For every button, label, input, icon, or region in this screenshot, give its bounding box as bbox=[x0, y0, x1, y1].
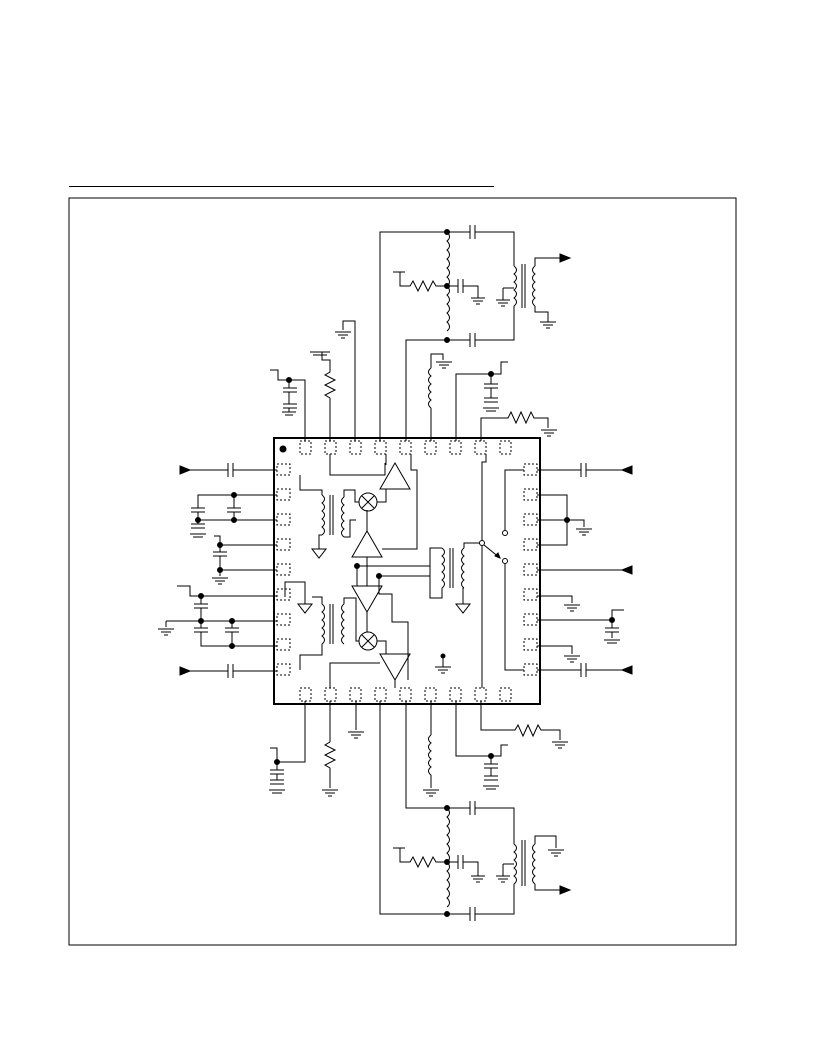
amplifier-icon bbox=[351, 529, 383, 558]
amplifier-icon bbox=[379, 461, 411, 490]
bottom-left-bias bbox=[269, 701, 364, 796]
transformer-icon bbox=[285, 582, 359, 670]
ground-icon bbox=[435, 656, 451, 673]
title-rule bbox=[69, 186, 494, 187]
diagram-border bbox=[69, 198, 736, 945]
chip-package bbox=[274, 438, 540, 704]
pin1-marker bbox=[279, 445, 287, 453]
ground-icon bbox=[296, 603, 314, 614]
bottom-output-network bbox=[380, 701, 572, 921]
ground-icon bbox=[454, 603, 472, 614]
left-input-network bbox=[158, 463, 277, 678]
junction-dot bbox=[376, 573, 382, 579]
transformer-icon bbox=[430, 543, 480, 604]
ground-icon bbox=[310, 548, 328, 559]
right-input-network bbox=[537, 463, 633, 677]
amplifier-icon bbox=[379, 653, 411, 682]
right-pads bbox=[524, 464, 537, 675]
top-right-bias bbox=[429, 354, 558, 441]
switch-icon bbox=[479, 470, 525, 670]
bottom-pads bbox=[300, 688, 511, 701]
port-arrow-icon bbox=[179, 465, 192, 475]
junction-dot bbox=[354, 563, 360, 569]
mixer-icon bbox=[358, 631, 378, 651]
mixer-icon bbox=[358, 492, 378, 512]
top-output-network bbox=[380, 225, 572, 441]
internal-wiring bbox=[330, 454, 486, 688]
top-left-bias bbox=[270, 321, 355, 441]
left-pads bbox=[277, 464, 290, 675]
bottom-right-bias bbox=[423, 701, 568, 796]
top-pads bbox=[300, 441, 511, 454]
transformer-icon bbox=[300, 475, 359, 549]
port-arrow-icon bbox=[179, 666, 192, 676]
junction-dot bbox=[440, 653, 446, 659]
